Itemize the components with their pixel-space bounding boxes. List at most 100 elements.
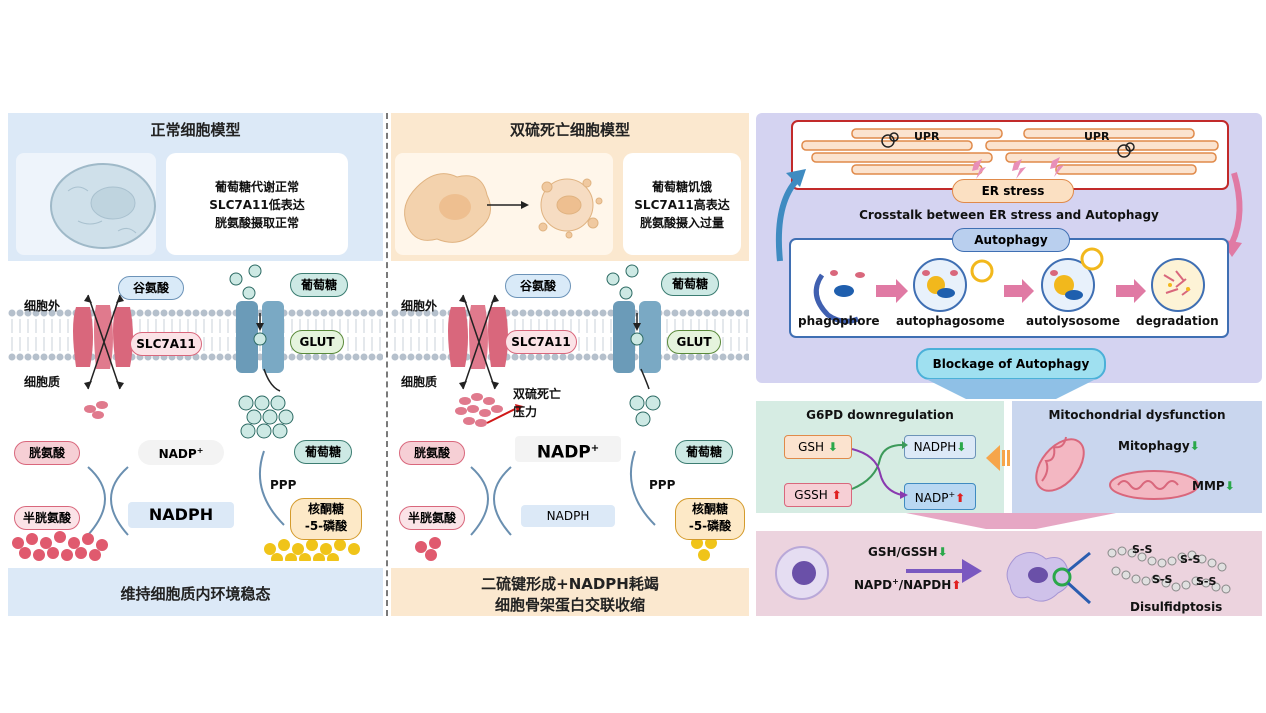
stage-degradation: degradation [1136, 314, 1219, 328]
gsh-down-arrow-icon: ⬇ [827, 440, 838, 454]
ss-label-2: S-S [1180, 553, 1201, 566]
ratio-down-arrow-icon: ⬇ [937, 545, 948, 559]
mid-stress-arrow [486, 408, 516, 424]
normal-cell-panel: 正常细胞模型 葡萄糖代谢正常 SLC7A11低表达 胱氨酸摄取正常 [8, 113, 383, 616]
mitophagy-down-arrow-icon: ⬇ [1189, 439, 1200, 453]
normal-glucose-mid-pill: 葡萄糖 [294, 440, 352, 464]
stage-autolysosome: autolysosome [1026, 314, 1120, 328]
mid-ppp-curve [629, 450, 656, 526]
mid-cytoplasm-label: 细胞质 [401, 375, 438, 389]
normal-extracellular-label: 细胞外 [24, 299, 61, 313]
mid-glucose-mid-pill: 葡萄糖 [675, 440, 733, 464]
normal-cystine-dots [84, 401, 108, 419]
normal-desc-box [166, 153, 348, 255]
gssh-pill: GSSH ⬆ [784, 483, 852, 507]
mid-glutamate-pill: 谷氨酸 [505, 274, 571, 298]
gssh-text: GSSH [794, 488, 828, 502]
normal-cystine-pill: 胱氨酸 [14, 441, 80, 465]
mito-title: Mitochondrial dysfunction [1048, 408, 1226, 422]
upr-label-left: UPR [914, 130, 940, 143]
autophagosome-icon [913, 258, 994, 312]
mid-glut-label: GLUT [667, 330, 721, 354]
autophagy-pill: Autophagy [952, 228, 1070, 252]
misfolded-protein-icons [881, 132, 1135, 158]
disulfidptosis-label: Disulfidptosis [1130, 600, 1223, 614]
mid-ribose-pill: 核酮糖 -5-磷酸 [675, 498, 745, 540]
normal-slc7a11-transporter [73, 294, 133, 390]
mechanism-panel: UPR UPR ER stress Crosstalk between ER s… [756, 113, 1262, 616]
normal-glucose-top-pill: 葡萄糖 [290, 273, 348, 297]
normal-nadp-plus-pill: NADP+ [138, 440, 224, 465]
mmp-label: MMP⬇ [1192, 479, 1235, 493]
mid-desc-2: SLC7A11高表达 [634, 198, 730, 212]
ss-label-1: S-S [1132, 543, 1153, 556]
er-cisternae [801, 128, 1219, 175]
normal-desc-2: SLC7A11低表达 [209, 198, 305, 212]
upr-label-right: UPR [1084, 130, 1110, 143]
mid-slc7a11-transporter [448, 294, 508, 390]
mid-cystine-pill: 胱氨酸 [399, 441, 465, 465]
mid-stress-arrowhead [515, 404, 523, 413]
mid-cystine-dots [455, 393, 503, 427]
crosstalk-title: Crosstalk between ER stress and Autophag… [859, 208, 1159, 222]
mid-footer-line-2: 细胞骨架蛋白交联收缩 [494, 596, 645, 614]
stage-phagophore: phagophore [798, 314, 880, 328]
disulfidptosis-funnel [906, 513, 1116, 529]
er-stress-pill: ER stress [952, 179, 1074, 203]
mid-cysteine-dots [415, 537, 441, 561]
mid-ribose-line-2: -5-磷酸 [688, 519, 732, 533]
mid-cystine-curve [470, 466, 489, 536]
phagophore-icon [813, 270, 865, 324]
g6pd-nadph-pill: NADPH⬇ [904, 435, 976, 459]
disulfidptosis-panel: 双硫死亡细胞模型 葡萄糖饥饿 SLC7A11高表达 胱氨酸摄入过量 [391, 113, 749, 616]
ss-label-4: S-S [1196, 575, 1217, 588]
mid-nadph-pill: NADPH [521, 505, 615, 527]
normal-ribose-line-1: 核酮糖 [307, 502, 344, 516]
mitophagy-label: Mitophagy⬇ [1118, 439, 1200, 453]
autolysosome-icon [1041, 247, 1104, 312]
nadph-down-arrow-icon: ⬇ [956, 440, 967, 454]
g6pd-nadph-text: NADPH [913, 440, 957, 454]
mid-nadp-plus-text: NADP [536, 442, 591, 463]
mid-title: 双硫死亡细胞模型 [509, 121, 630, 139]
normal-cysteine-pill: 半胱氨酸 [14, 506, 80, 530]
gsh-gssh-text: GSH/GSSH [868, 545, 938, 559]
mid-glucose-dots-bottom [629, 395, 661, 427]
normal-cystine-curve [87, 466, 106, 536]
disulfidptosis-graphics [775, 546, 1231, 605]
mid-ribose-dots [691, 537, 717, 561]
mitophagy-text: Mitophagy [1118, 439, 1190, 453]
gsh-pill: GSH ⬇ [784, 435, 852, 459]
loop-arrow-left [775, 174, 803, 262]
mid-desc-3: 胱氨酸摄入过量 [639, 216, 724, 230]
blockage-pill: Blockage of Autophagy [916, 348, 1106, 380]
mmp-down-arrow-icon: ⬇ [1224, 479, 1235, 493]
napdh-text: /NAPDH [898, 578, 952, 592]
g6pd-nadp-pill: NADP+⬆ [904, 483, 976, 510]
normal-footer-bg [8, 568, 383, 616]
mid-slc7a11-label: SLC7A11 [505, 330, 577, 354]
normal-desc-3: 胱氨酸摄取正常 [214, 216, 299, 230]
mid-footer-bg [391, 568, 749, 616]
g6pd-nadp-text: NADP [914, 491, 949, 505]
normal-ppp-label: PPP [270, 478, 297, 492]
mid-desc-box [623, 153, 741, 255]
napd-text: NAPD [854, 578, 893, 592]
disulfide-bead-chains [1107, 546, 1231, 594]
mid-glucose-top-pill: 葡萄糖 [661, 272, 719, 296]
normal-nadph-curve [110, 466, 129, 536]
loop-arrow-right [1229, 172, 1243, 245]
normal-glucose-dots-bottom [238, 395, 294, 439]
mmp-text: MMP [1192, 479, 1225, 493]
normal-glut-transporter [236, 301, 284, 392]
normal-glucose-dots-top [229, 264, 262, 300]
panel-divider [386, 113, 388, 616]
normal-cysteine-dots [12, 531, 108, 561]
nadp-up-arrow-icon: ⬆ [955, 491, 966, 505]
napd-ratio: NAPD+/NAPDH⬆ [854, 577, 962, 592]
blockage-funnel [926, 379, 1096, 399]
degradation-icon [1151, 258, 1205, 312]
mid-dying-cell-icon [404, 173, 603, 243]
mid-footer-line-1: 二硫键形成+NADPH耗竭 [481, 575, 659, 593]
normal-cell-icon [50, 163, 156, 249]
